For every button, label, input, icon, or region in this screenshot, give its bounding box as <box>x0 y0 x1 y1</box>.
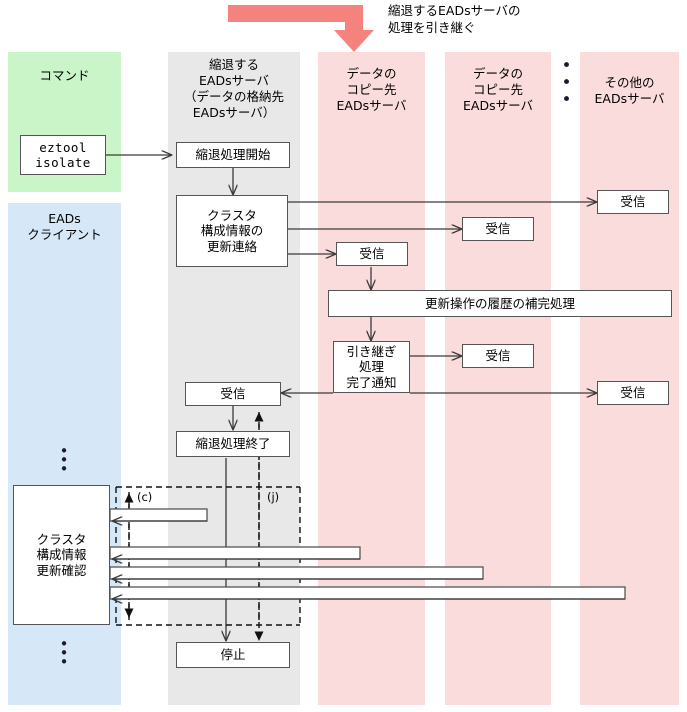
node-degeneration-end[interactable]: 縮退処理終了 <box>176 431 290 457</box>
lane-ellipsis-icon: • • • <box>561 56 575 110</box>
node-receive-copy1-1[interactable]: 受信 <box>336 242 408 266</box>
lane-copy-target-2 <box>445 52 551 705</box>
handover-annotation: 縮退するEADsサーバの 処理を引き継ぐ <box>388 3 521 35</box>
lane-label-other-servers: その他の EADsサーバ <box>594 75 665 106</box>
marker-label-c: (c) <box>137 490 153 504</box>
lane-label-degenerating-server: 縮退する EADsサーバ （データの格納先 EADsサーバ） <box>183 57 284 120</box>
vertical-ellipsis-upper-icon: • • • <box>59 442 69 478</box>
node-receive-other-2[interactable]: 受信 <box>597 381 669 405</box>
node-stop[interactable]: 停止 <box>176 642 290 668</box>
lane-label-eads-client: EADs クライアント <box>27 211 102 242</box>
marker-label-j: (j) <box>267 490 280 504</box>
lane-label-command: コマンド <box>39 68 90 83</box>
node-receive-other-1[interactable]: 受信 <box>597 190 669 214</box>
node-cluster-config-update-notice[interactable]: クラスタ 構成情報の 更新連絡 <box>176 195 288 267</box>
node-history-complement[interactable]: 更新操作の履歴の補完処理 <box>328 290 672 317</box>
lane-label-copy-target-2: データの コピー先 EADsサーバ <box>463 66 533 113</box>
lane-other-servers <box>580 52 679 705</box>
vertical-ellipsis-lower-icon: • • • <box>59 635 69 671</box>
node-degeneration-start[interactable]: 縮退処理開始 <box>176 142 290 168</box>
lane-label-copy-target-1: データの コピー先 EADsサーバ <box>336 66 407 113</box>
node-receive-copy2-2[interactable]: 受信 <box>462 344 534 368</box>
node-cluster-config-confirm[interactable]: クラスタ 構成情報 更新確認 <box>13 485 110 625</box>
handover-accent-arrow <box>228 5 374 52</box>
node-handover-complete-notice[interactable]: 引き継ぎ 処理 完了通知 <box>333 341 410 393</box>
node-receive-degenerating[interactable]: 受信 <box>185 382 281 406</box>
node-eztool-isolate[interactable]: eztool isolate <box>20 135 106 175</box>
node-receive-copy2-1[interactable]: 受信 <box>462 217 534 241</box>
